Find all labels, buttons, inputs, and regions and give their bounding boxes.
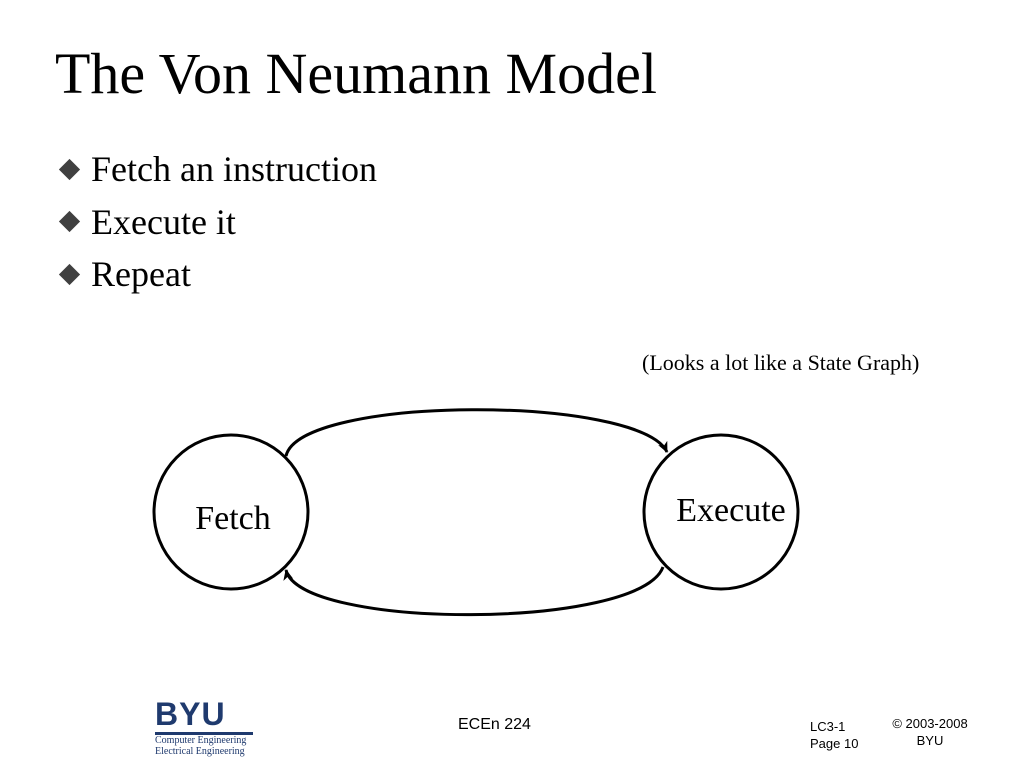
lecture-label: LC3-1	[810, 719, 846, 734]
page-info: LC3-1 Page 10	[810, 718, 858, 752]
copyright-org: BYU	[916, 733, 944, 748]
fetch-state-node	[152, 433, 310, 591]
bullet-text: Fetch an instruction	[91, 149, 377, 190]
page-number: Page 10	[810, 736, 859, 751]
state-graph-note: (Looks a lot like a State Graph)	[642, 350, 920, 375]
copyright: © 2003-2008 BYU	[885, 715, 975, 749]
course-label: ECEn 224	[458, 716, 531, 733]
fetch-to-execute-arrow	[284, 408, 669, 457]
bullet-item: Execute it	[58, 196, 377, 249]
bullet-item: Repeat	[58, 248, 377, 301]
bullet-text: Execute it	[91, 201, 236, 242]
slide-title: The Von Neumann Model	[55, 41, 657, 106]
execute-label: Execute	[676, 492, 786, 529]
byu-logo: BYU Computer Engineering Electrical Engi…	[155, 696, 255, 757]
logo-line-2: Electrical Engineering	[155, 746, 245, 757]
bullet-item: Fetch an instruction	[58, 143, 377, 196]
bullet-text: Repeat	[91, 254, 191, 295]
logo-line-1: Computer Engineering	[155, 735, 247, 746]
logo-divider	[155, 732, 253, 735]
fetch-label: Fetch	[195, 500, 271, 537]
bullet-list: Fetch an instruction Execute it Repeat	[58, 143, 377, 301]
execute-state-node	[642, 433, 800, 591]
copyright-years: © 2003-2008	[892, 716, 968, 731]
execute-to-fetch-arrow	[283, 566, 665, 617]
logo-wordmark: BYU	[155, 696, 226, 732]
